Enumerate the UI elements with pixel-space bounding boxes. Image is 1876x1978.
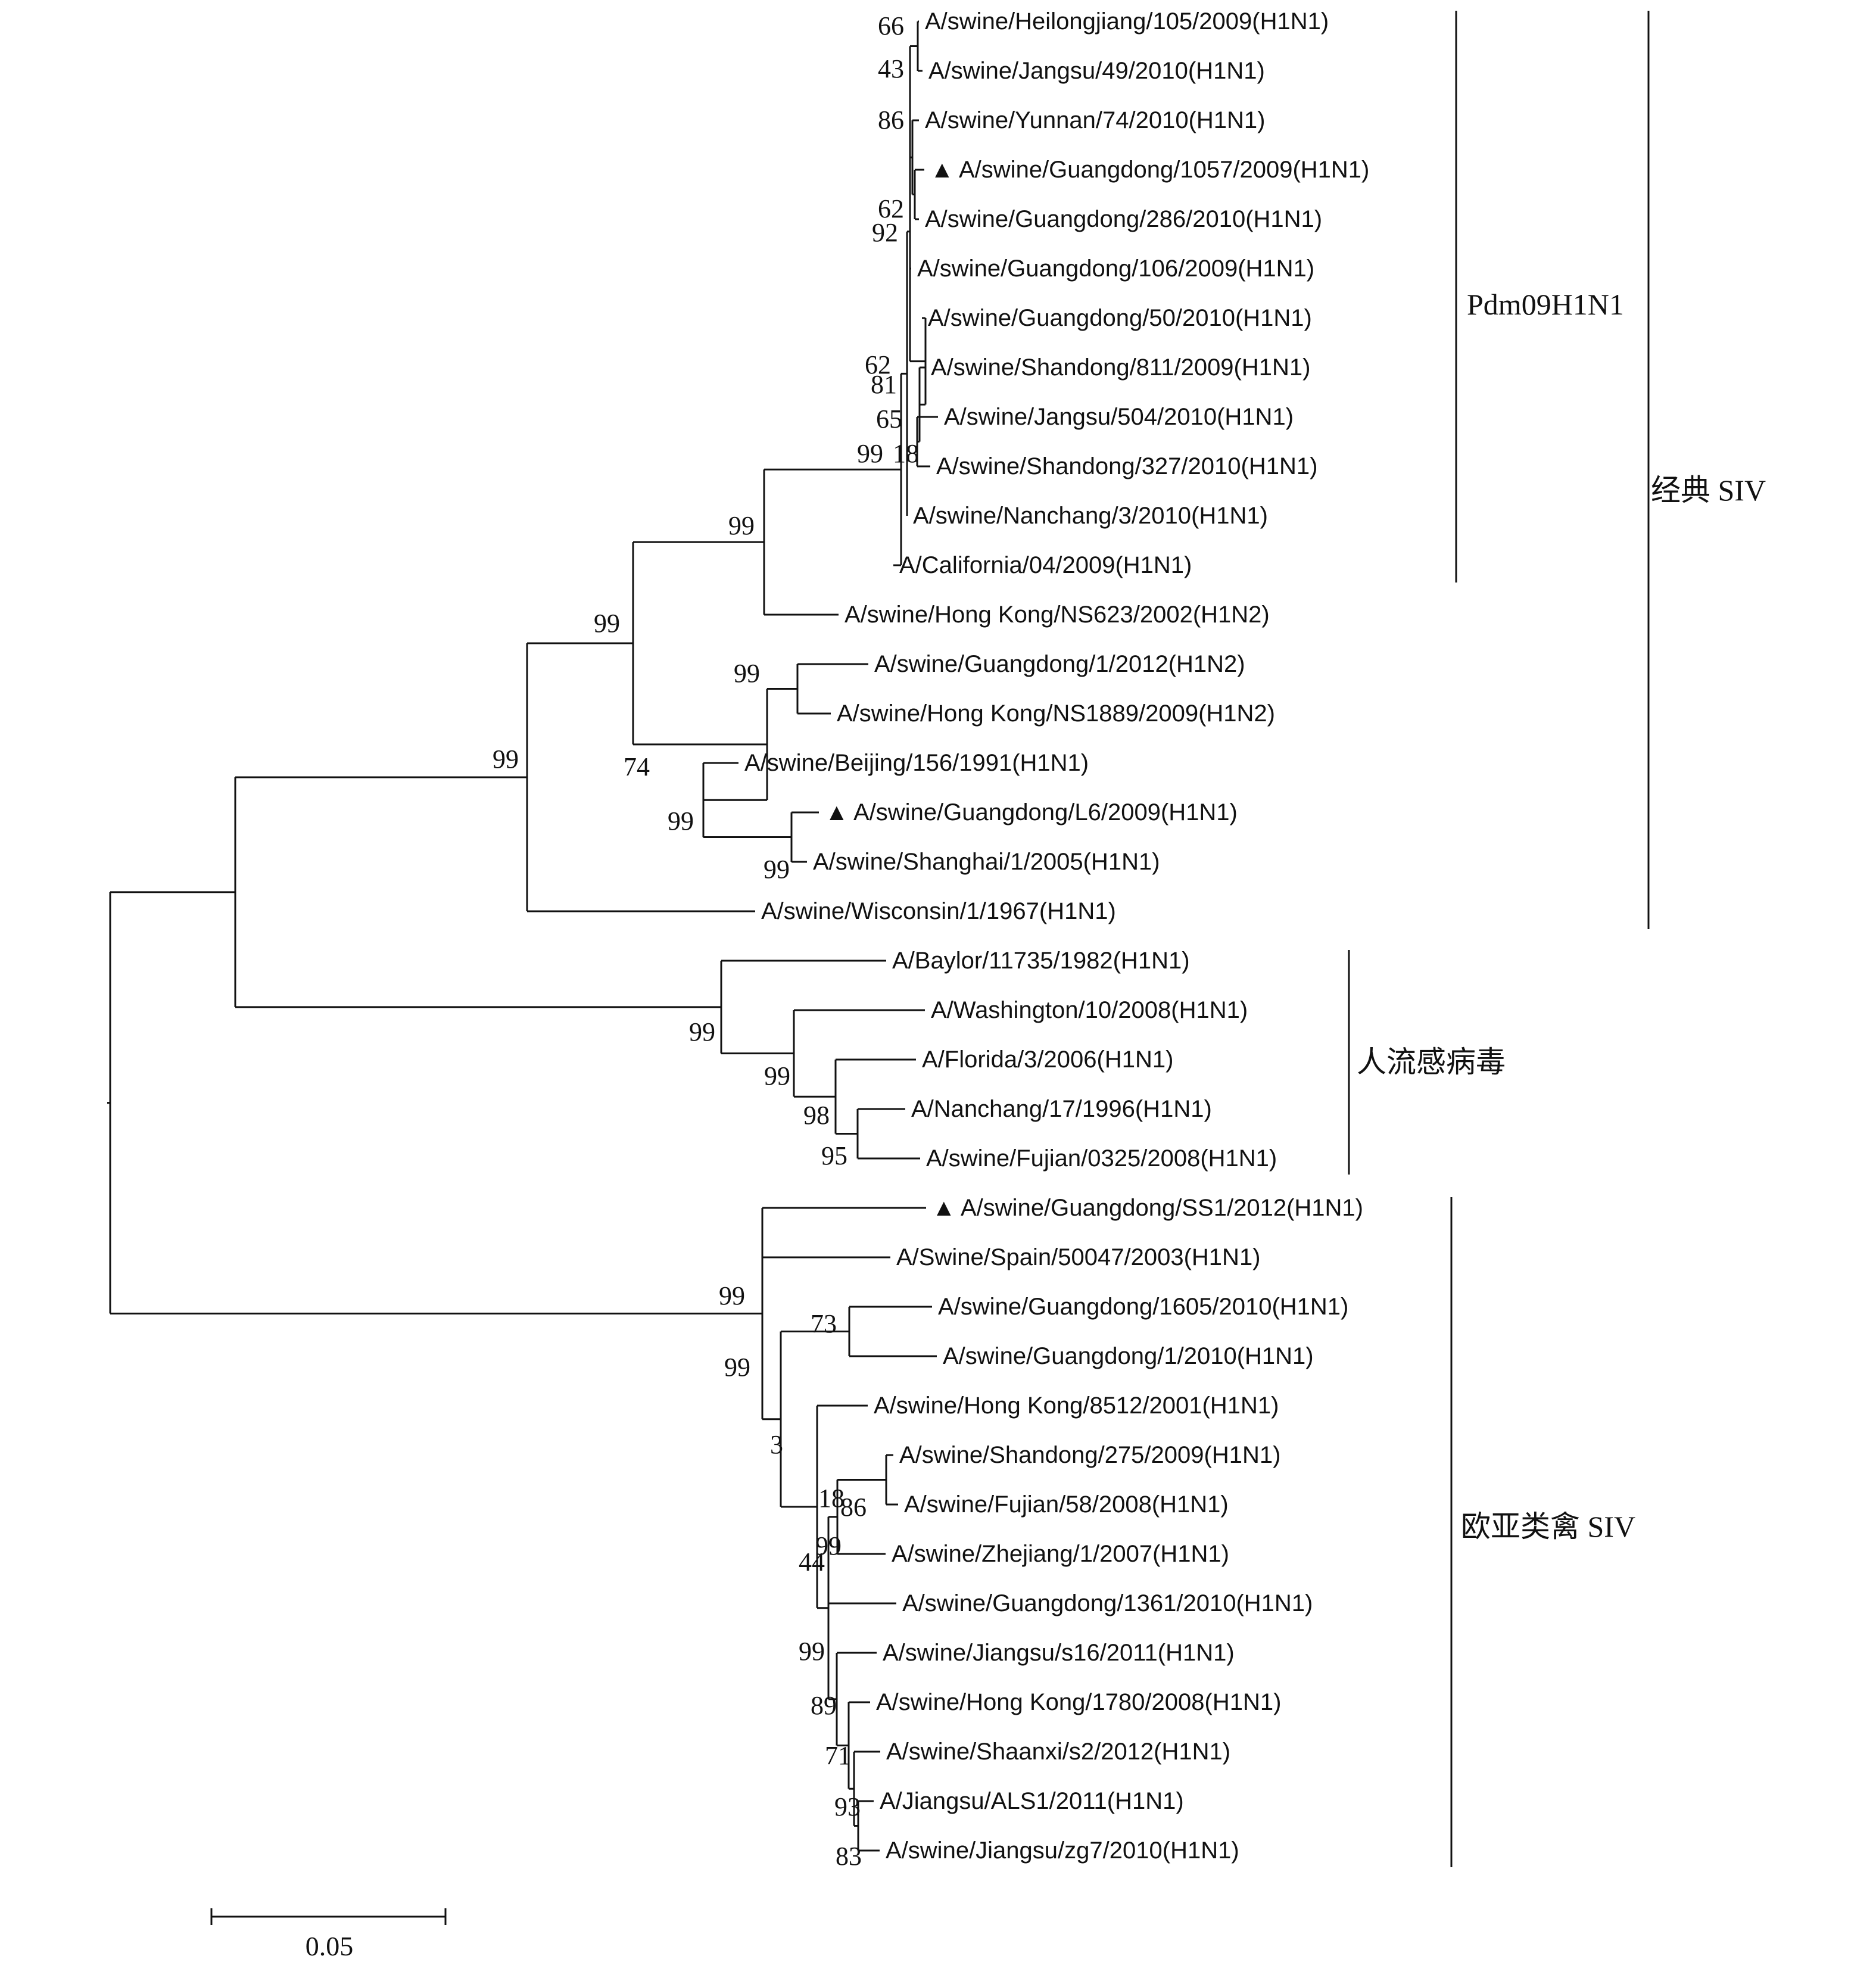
bootstrap-value: 66 [878,11,904,41]
bootstrap-value: 83 [836,1842,862,1871]
clade-human-influenza: 人流感病毒 [1348,950,1506,1175]
taxon-label: A/swine/Hong Kong/1780/2008(H1N1) [876,1689,1281,1715]
bootstrap-value: 62 [878,194,904,223]
taxon-label: A/swine/Guangdong/106/2009(H1N1) [917,256,1314,282]
taxon-label: A/Nanchang/17/1996(H1N1) [911,1096,1212,1122]
bootstrap-value: 81 [871,370,897,399]
taxon-label: A/swine/Hong Kong/NS1889/2009(H1N2) [837,700,1275,727]
taxon-label: A/swine/Guangdong/50/2010(H1N1) [928,305,1312,331]
taxon-label: A/Baylor/11735/1982(H1N1) [892,948,1190,974]
taxon-label: A/California/04/2009(H1N1) [899,552,1192,578]
triangle-marker-icon: ▲ [932,1195,956,1221]
clade-eurasian-avian-siv: 欧亚类禽 SIV [1450,1197,1635,1867]
bootstrap-value: 86 [840,1493,867,1522]
taxon-label: A/swine/Fujian/58/2008(H1N1) [904,1491,1229,1518]
bootstrap-value: 99 [857,439,883,468]
taxon-label: A/swine/Yunnan/74/2010(H1N1) [925,107,1265,133]
scale-bar: 0.05 [210,1908,447,1961]
taxon-label: A/swine/Fujian/0325/2008(H1N1) [926,1145,1277,1172]
taxon-label: A/swine/Heilongjiang/105/2009(H1N1) [925,8,1329,35]
taxon-label: A/Swine/Spain/50047/2003(H1N1) [896,1244,1261,1270]
bootstrap-value: 92 [872,218,898,247]
clade-label-eurasian-avian-siv: 欧亚类禽 SIV [1461,1510,1635,1543]
taxon-label: A/Washington/10/2008(H1N1) [931,997,1248,1023]
taxon-label: A/swine/Shandong/811/2009(H1N1) [931,354,1310,381]
bootstrap-value: 18 [893,439,919,468]
clade-label-classical-siv: 经典 SIV [1651,474,1766,507]
bootstrap-value: 89 [811,1691,837,1720]
bootstrap-value: 93 [834,1792,861,1821]
taxon-label: A/swine/Guangdong/1361/2010(H1N1) [902,1590,1313,1616]
bootstrap-value: 65 [876,404,902,434]
triangle-marker-icon: ▲ [930,157,954,183]
bootstrap-value: 99 [719,1281,745,1310]
bootstrap-value: 73 [811,1309,837,1338]
bootstrap-value: 99 [728,511,755,540]
bootstrap-value: 99 [815,1531,842,1560]
bootstrap-value: 71 [825,1741,851,1770]
clade-pdm09: Pdm09H1N1 [1455,11,1624,583]
clade-label-pdm09: Pdm09H1N1 [1467,288,1624,321]
bootstrap-value: 99 [594,609,620,638]
taxon-label: A/swine/Nanchang/3/2010(H1N1) [913,503,1268,529]
clade-label-human-influenza: 人流感病毒 [1357,1045,1506,1079]
bootstrap-value: 43 [878,54,904,83]
bootstrap-value: 95 [821,1141,847,1170]
bootstrap-value: 18 [818,1484,844,1513]
taxon-label: A/swine/Guangdong/1/2010(H1N1) [943,1343,1314,1369]
taxon-label: A/swine/Hong Kong/NS623/2002(H1N2) [844,602,1270,628]
taxon-label: A/swine/Guangdong/L6/2009(H1N1) [853,799,1238,826]
bootstrap-value: 99 [668,806,694,836]
bootstrap-value: 99 [734,659,760,688]
scale-bar-label: 0.05 [306,1931,354,1961]
bootstrap-value: 86 [878,105,904,135]
bootstrap-value: 99 [799,1637,825,1666]
clade-classical-siv: 经典 SIV [1647,11,1766,929]
bootstrap-value: 74 [624,752,650,781]
taxon-label: A/Florida/3/2006(H1N1) [922,1046,1173,1073]
taxon-labels: A/swine/Heilongjiang/105/2009(H1N1) A/swi… [744,8,1369,1864]
taxon-label: A/swine/Hong Kong/8512/2001(H1N1) [874,1393,1279,1419]
bootstrap-value: 62 [865,350,891,379]
taxon-label: A/swine/Jiangsu/zg7/2010(H1N1) [886,1837,1239,1864]
bootstrap-value: 99 [689,1017,715,1046]
bootstrap-value: 44 [799,1547,825,1577]
taxon-label: A/swine/Jangsu/504/2010(H1N1) [944,404,1294,430]
bootstrap-value: 99 [493,745,519,774]
bootstrap-value: 99 [764,1061,790,1091]
taxon-label: A/swine/Shandong/327/2010(H1N1) [936,453,1317,479]
taxon-label: A/swine/Jiangsu/s16/2011(H1N1) [883,1640,1235,1666]
taxon-label: A/swine/Shaanxi/s2/2012(H1N1) [886,1739,1230,1765]
taxon-label: A/swine/Guangdong/SS1/2012(H1N1) [961,1195,1363,1221]
taxon-label: A/swine/Wisconsin/1/1967(H1N1) [761,898,1116,924]
bootstrap-value: 3 [770,1430,783,1459]
taxon-label: A/Jiangsu/ALS1/2011(H1N1) [880,1788,1184,1814]
taxon-label: A/swine/Shanghai/1/2005(H1N1) [813,849,1160,875]
bootstrap-value: 99 [724,1353,750,1382]
taxon-label: A/swine/Guangdong/1057/2009(H1N1) [959,157,1369,183]
bootstrap-value: 99 [764,855,790,884]
taxon-label: A/swine/Guangdong/1605/2010(H1N1) [938,1294,1348,1320]
bootstrap-value: 98 [803,1101,830,1130]
taxon-label: A/swine/Beijing/156/1991(H1N1) [744,750,1089,776]
taxon-label: A/swine/Jangsu/49/2010(H1N1) [928,58,1265,84]
tree-branches [107,20,938,1852]
taxon-label: A/swine/Shandong/275/2009(H1N1) [899,1442,1280,1468]
taxon-label: A/swine/Guangdong/286/2010(H1N1) [925,206,1322,232]
taxon-label: A/swine/Zhejiang/1/2007(H1N1) [892,1541,1229,1567]
triangle-marker-icon: ▲ [825,799,849,826]
taxon-label: A/swine/Guangdong/1/2012(H1N2) [874,651,1245,677]
